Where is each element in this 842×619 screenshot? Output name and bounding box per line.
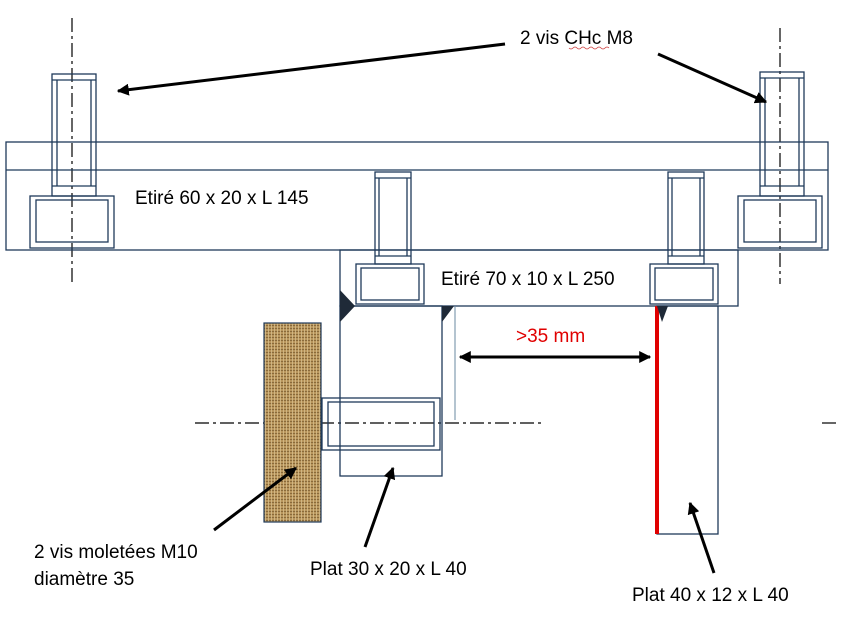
label-screws-chc: 2 vis CHc M8: [520, 28, 633, 49]
leader-arrow-knob: [213, 466, 297, 532]
bar-70x10: [339, 249, 739, 307]
leader-arrow-right-screw: [657, 52, 768, 104]
label-plate-30: Plat 30 x 20 x L 40: [310, 559, 467, 580]
spelling-underline: [568, 46, 610, 50]
middle-left-screw: [355, 171, 425, 305]
label-knurled-line2: diamètre 35: [34, 569, 134, 590]
leader-arrow-plate-30: [363, 466, 396, 548]
knurled-screw-shank: [321, 397, 441, 451]
leader-arrow-left-screw: [116, 42, 506, 96]
leader-arrow-plate-40: [687, 501, 716, 574]
label-gap: >35 mm: [516, 326, 585, 347]
weld-mark-mid: [442, 306, 454, 322]
weld-mark-right: [657, 306, 668, 322]
middle-right-screw: [649, 171, 719, 305]
label-bar-70: Etiré 70 x 10 x L 250: [441, 269, 615, 290]
knurled-knob: [263, 322, 322, 523]
right-chc-screw: [737, 71, 823, 249]
label-bar-60: Etiré 60 x 20 x L 145: [135, 188, 309, 209]
label-plate-40: Plat 40 x 12 x L 40: [632, 585, 789, 606]
weld-mark-left: [340, 290, 355, 322]
label-knurled-line1: 2 vis moletées M10: [34, 542, 198, 563]
left-chc-screw: [29, 73, 115, 249]
plate-40x12: [656, 305, 719, 535]
bar-60x20: [5, 141, 829, 251]
